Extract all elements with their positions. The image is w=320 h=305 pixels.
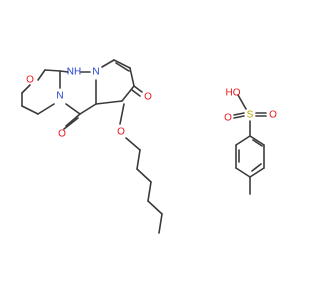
- ether-oxygen-label: O: [117, 127, 125, 138]
- bond: [136, 168, 152, 183]
- ketone-oxygen-label: O: [144, 92, 152, 103]
- bond: [119, 103, 125, 125]
- bond: [235, 135, 251, 146]
- bond: [59, 70, 69, 73]
- bond: [237, 94, 247, 110]
- bond: [37, 69, 46, 81]
- bond: [249, 167, 265, 178]
- sulfonyl-oxygen-left-label: O: [224, 113, 232, 124]
- bond: [63, 117, 79, 130]
- bond: [147, 181, 152, 202]
- structure-canvas: O NH N N O O O HO S O O: [21, 59, 277, 234]
- bond: [115, 62, 130, 72]
- bond: [136, 149, 141, 170]
- bond: [235, 167, 251, 178]
- sulfonyl-oxygen-right-label: O: [269, 110, 277, 121]
- bond: [251, 163, 262, 172]
- sulfur-label: S: [247, 110, 254, 121]
- bond: [147, 200, 163, 215]
- hydroxyl-label: HO: [226, 88, 241, 99]
- bond: [158, 213, 163, 234]
- bond: [95, 100, 123, 105]
- morpholine-oxygen-label: O: [26, 75, 34, 86]
- bond: [133, 85, 143, 93]
- bond: [121, 85, 135, 102]
- bond: [79, 103, 97, 115]
- pyridone-nitrogen-label: N: [92, 67, 99, 78]
- amine-nh-label: NH: [67, 67, 81, 78]
- chemical-structure-drawing: O NH N N O O O HO S O O: [21, 59, 277, 234]
- bond: [249, 135, 265, 146]
- bond: [233, 115, 245, 119]
- ring-nitrogen-label: N: [56, 91, 63, 102]
- bond: [131, 89, 141, 97]
- bond-layer: [21, 59, 267, 234]
- bond: [113, 59, 131, 69]
- bond: [37, 103, 55, 115]
- bond: [125, 137, 141, 151]
- bond: [101, 59, 115, 68]
- bond: [65, 103, 81, 115]
- bond: [21, 105, 39, 115]
- bond: [129, 67, 135, 87]
- lactam-oxygen-label: O: [58, 129, 66, 140]
- bond: [21, 84, 31, 94]
- atom-label-layer: O NH N N O O O HO S O O: [26, 67, 277, 140]
- bond: [44, 69, 61, 72]
- bond: [252, 139, 263, 147]
- bond: [233, 112, 245, 116]
- bond: [65, 113, 81, 127]
